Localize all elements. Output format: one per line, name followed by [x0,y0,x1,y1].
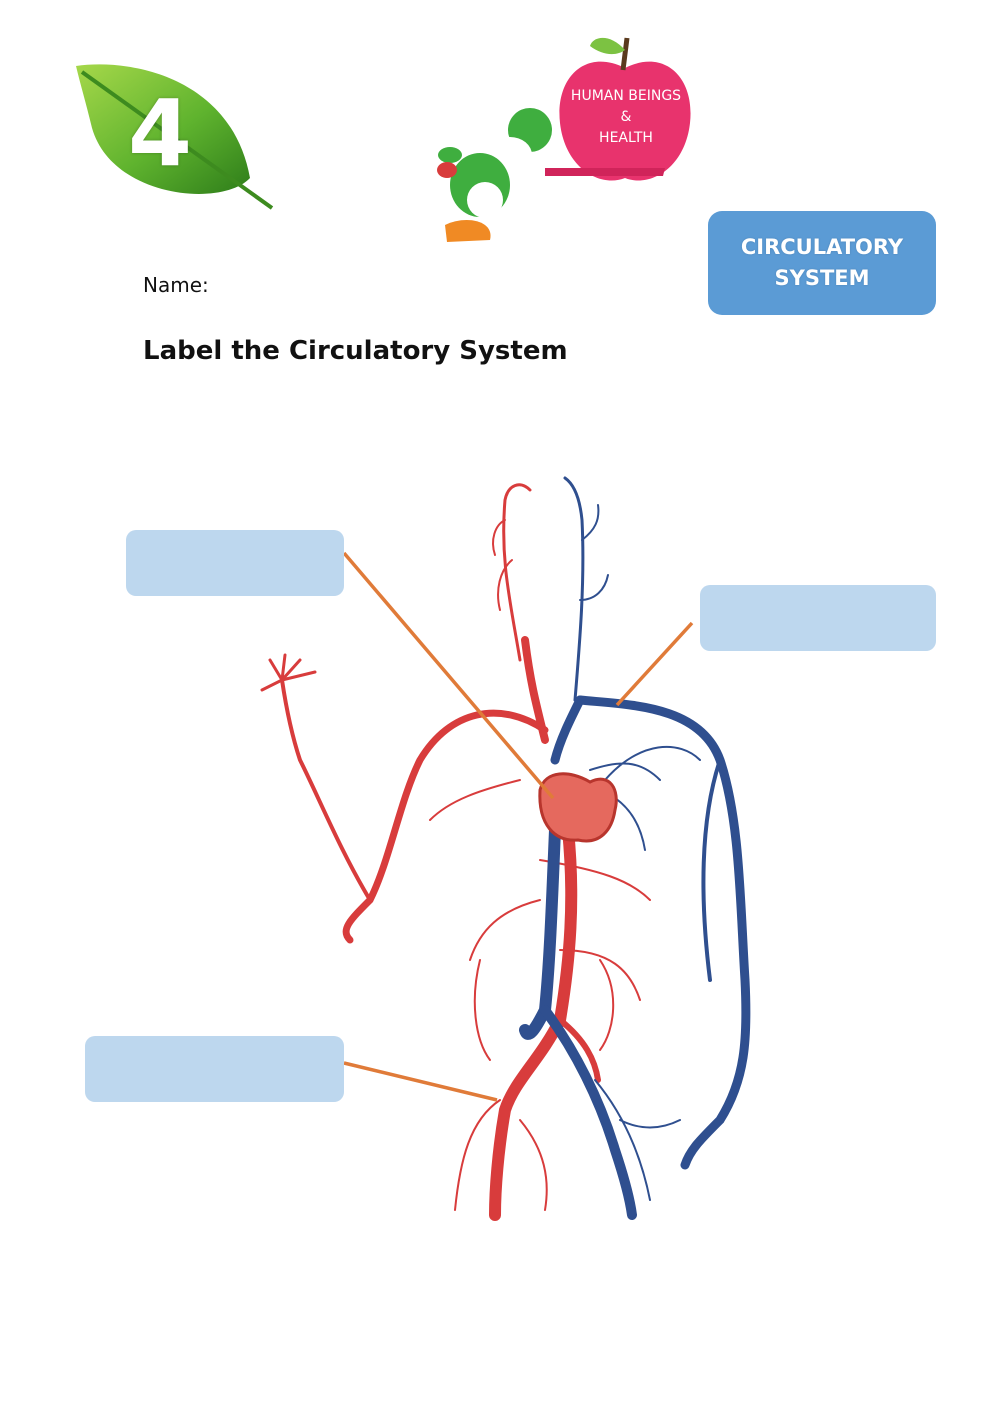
heart-illustration [538,772,618,843]
unit-number: 4 [128,80,193,187]
leaf-icon [76,64,274,210]
apple-label-line: HUMAN BEINGS [570,88,682,104]
topic-badge-line: SYSTEM [774,266,870,290]
apple-label-line: HEALTH [599,130,653,146]
pointer-line-veins [615,621,694,707]
name-label: Name: [143,273,209,297]
pointer-line-arteries [343,1061,498,1102]
pointer-line-heart [342,551,555,800]
answer-box-heart[interactable] [126,530,344,596]
worksheet-instruction: Label the Circulatory System [143,336,568,366]
answer-box-veins[interactable] [700,585,936,651]
topic-badge: CIRCULATORY SYSTEM [708,211,936,315]
apple-label-line: & [620,109,632,125]
answer-box-arteries[interactable] [85,1036,344,1102]
mascot-icon [437,108,552,242]
apple-label: HUMAN BEINGS & HEALTH [556,86,696,149]
apple-icon [545,37,691,181]
topic-badge-line: CIRCULATORY [740,235,904,259]
